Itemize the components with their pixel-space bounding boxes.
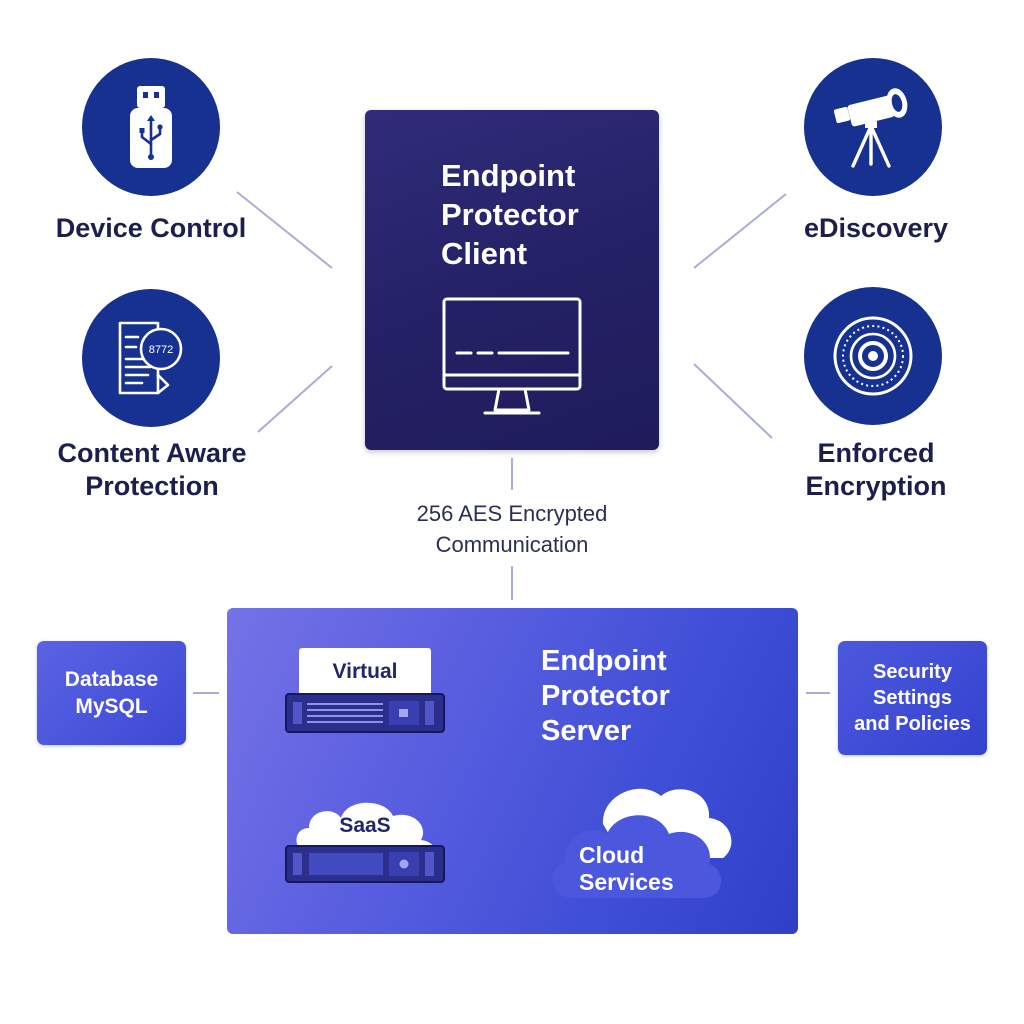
monitor-icon bbox=[442, 297, 582, 415]
content-aware-label: Content Aware Protection bbox=[57, 438, 247, 501]
connector-device-control bbox=[236, 191, 333, 269]
server-title: Endpoint Protector Server bbox=[541, 645, 670, 747]
server-rack-icon bbox=[285, 648, 445, 733]
cloud-services: Cloud Services bbox=[543, 778, 739, 906]
document-badge-number: 8772 bbox=[149, 344, 173, 356]
client-title: Endpoint Protector Client bbox=[441, 158, 579, 271]
endpoint-protector-server-panel: Endpoint Protector Server Virtual bbox=[227, 608, 798, 934]
enforced-encryption-icon-circle bbox=[804, 287, 942, 425]
device-control-icon-circle bbox=[82, 58, 220, 196]
scanned-document-icon: 8772 bbox=[118, 321, 183, 395]
cloud-services-label: Cloud Services bbox=[579, 842, 674, 895]
saas-cloud-server-icon bbox=[285, 802, 445, 883]
endpoint-protector-client-box: Endpoint Protector Client bbox=[365, 110, 659, 450]
security-settings-box: Security Settings and Policies bbox=[838, 641, 987, 755]
virtual-server: Virtual bbox=[285, 648, 445, 736]
enforced-encryption-label: Enforced Encryption bbox=[805, 438, 947, 501]
saas-server: SaaS bbox=[285, 792, 445, 884]
connector-content-aware bbox=[257, 365, 333, 433]
database-mysql-box: Database MySQL bbox=[37, 641, 186, 745]
encrypted-communication-label: 256 AES Encrypted Communication bbox=[416, 501, 608, 557]
vault-dial-icon bbox=[833, 316, 913, 396]
virtual-label: Virtual bbox=[332, 660, 398, 683]
content-aware-icon-circle: 8772 bbox=[82, 289, 220, 427]
ediscovery-label: eDiscovery bbox=[803, 213, 949, 243]
device-control-label: Device Control bbox=[55, 213, 247, 243]
connector-enforced-encryption bbox=[693, 363, 773, 439]
saas-label: SaaS bbox=[339, 814, 391, 837]
ediscovery-icon-circle bbox=[804, 58, 942, 196]
telescope-icon bbox=[833, 88, 908, 168]
cloud-icon bbox=[552, 788, 732, 898]
connector-ediscovery bbox=[693, 193, 787, 269]
usb-drive-icon bbox=[130, 86, 172, 168]
